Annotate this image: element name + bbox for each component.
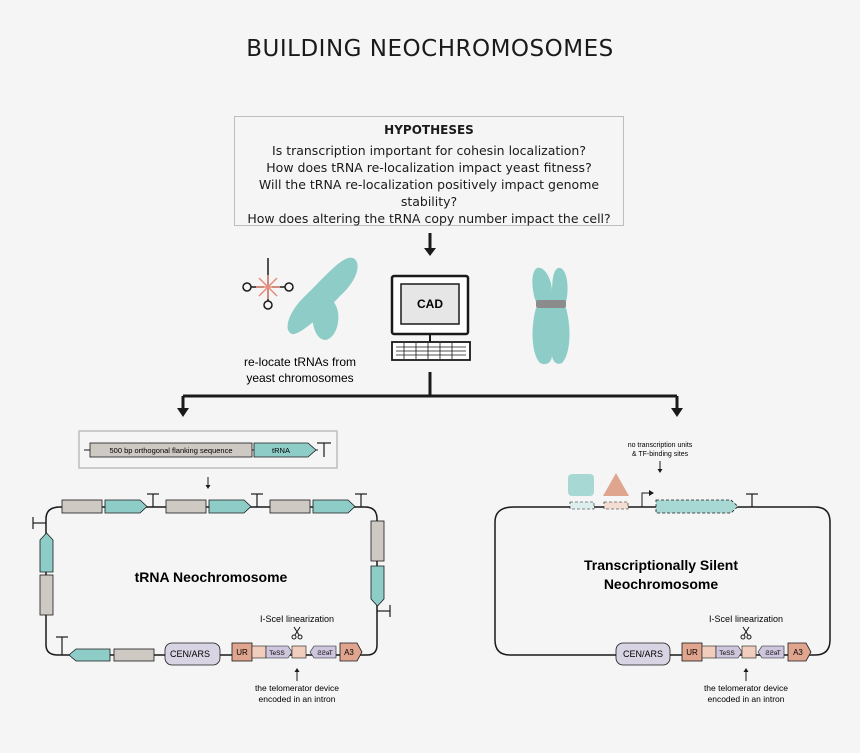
scissors-icon: [740, 626, 752, 640]
terminator-icon: [317, 442, 331, 457]
promoter-arrow-icon: [641, 492, 651, 507]
flank-arrow: [205, 477, 211, 489]
left-tess-label: TeSS: [269, 650, 285, 657]
right-telomerator-note-1: the telomerator device: [704, 683, 788, 693]
computer-icon: [390, 274, 471, 361]
arrow-down-1: [424, 233, 436, 256]
scissors-icon: [291, 626, 303, 640]
left-chrom-title: tRNA Neochromosome: [135, 569, 288, 585]
hypotheses-heading: HYPOTHESES: [384, 123, 474, 137]
left-chromosome-loop: [32, 493, 391, 681]
right-tess-rev-label: TeSS: [765, 650, 781, 657]
left-ur-label: UR: [236, 648, 248, 657]
silent-note-1: no transcription units: [628, 442, 693, 449]
chromosome-icon: [532, 267, 570, 365]
branch-arrows: [181, 372, 679, 410]
hypothesis-2: How does tRNA re-localization impact yea…: [266, 160, 592, 175]
right-a3-label: A3: [793, 648, 803, 657]
relocate-label-2: yeast chromosomes: [246, 371, 353, 385]
flank-trna-label: tRNA: [272, 446, 290, 455]
left-telomerator-note-1: the telomerator device: [255, 683, 339, 693]
right-chromosome-loop: [494, 473, 831, 681]
page-title: BUILDING NEOCHROMOSOMES: [246, 36, 614, 62]
left-cen-label: CEN/ARS: [170, 649, 210, 659]
relocate-label-1: re-locate tRNAs from: [244, 355, 356, 369]
silent-note-arrow: [657, 461, 663, 473]
left-a3-label: A3: [344, 648, 354, 657]
hypothesis-3: Will the tRNA re-localization positively…: [258, 177, 600, 209]
right-tess-label: TeSS: [719, 650, 735, 657]
right-cen-label: CEN/ARS: [623, 649, 663, 659]
telomerator-arrow: [743, 668, 749, 681]
right-chrom-title-2: Neochromosome: [604, 576, 719, 592]
flank-sequence-box: [78, 430, 338, 469]
telomerator-arrow: [294, 668, 300, 681]
right-ur-label: UR: [686, 648, 698, 657]
cad-label: CAD: [417, 297, 443, 311]
hypothesis-1: Is transcription important for cohesin l…: [272, 143, 586, 158]
left-isce-label: I-SceI linearization: [260, 614, 334, 624]
right-isce-label: I-SceI linearization: [709, 614, 783, 624]
cut-mark-icon: [256, 275, 280, 299]
right-telomerator-note-2: encoded in an intron: [707, 694, 784, 704]
hypotheses-box: HYPOTHESES Is transcription important fo…: [234, 116, 624, 226]
hypothesis-4: How does altering the tRNA copy number i…: [247, 211, 611, 226]
right-chrom-title-1: Transcriptionally Silent: [584, 557, 738, 573]
flank-sequence-label: 500 bp orthogonal flanking sequence: [109, 446, 232, 455]
silent-note-2: & TF-binding sites: [632, 451, 689, 458]
left-tess-rev-label: TeSS: [317, 650, 333, 657]
chromosome-x-icon: [287, 257, 358, 340]
left-telomerator-note-2: encoded in an intron: [258, 694, 335, 704]
